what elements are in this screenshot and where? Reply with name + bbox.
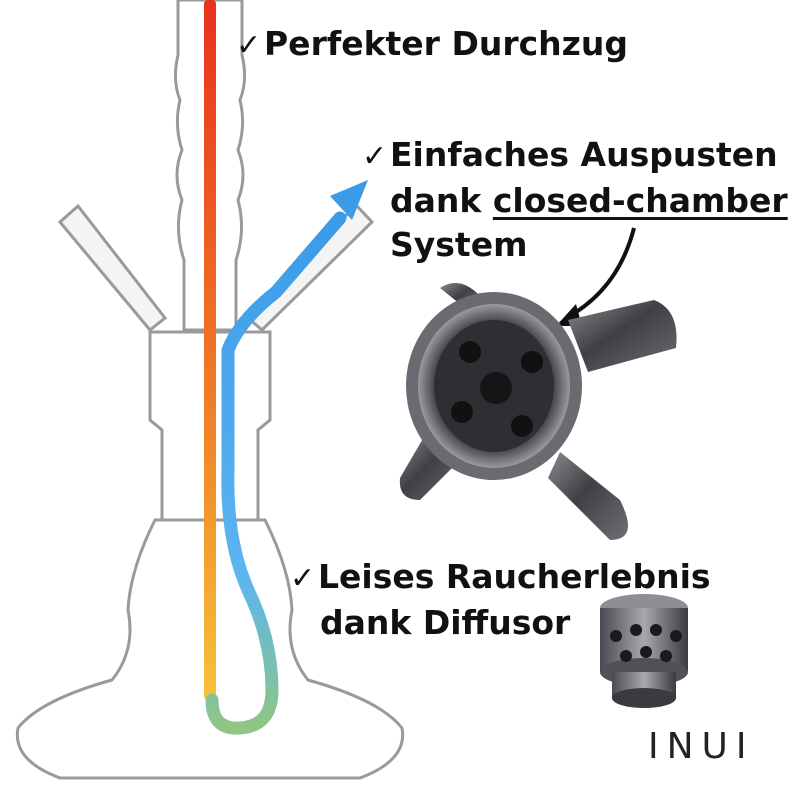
checkmark-icon: ✓ — [290, 561, 316, 596]
feature-text: Leises Raucherlebnis — [318, 557, 711, 596]
feature-text: Einfaches Auspusten — [390, 135, 778, 174]
feature-quiet-smoking: ✓Leises Raucherlebnis dank Diffusor — [290, 555, 711, 645]
smoke-channel — [204, 0, 216, 700]
brand-logo: INUI — [648, 720, 768, 780]
hookah-head-closed-chamber — [399, 283, 677, 540]
air-flow-path — [205, 211, 347, 735]
feature-text-prefix: dank — [390, 181, 493, 220]
feature-perfect-draw: ✓Perfekter Durchzug — [236, 22, 628, 68]
feature-easy-purge: ✓Einfaches Auspusten dank closed-chamber… — [362, 133, 788, 267]
diffusor-part — [600, 594, 688, 708]
hose-port-right — [245, 202, 375, 333]
checkmark-icon: ✓ — [236, 28, 262, 63]
feature-text: Perfekter Durchzug — [264, 24, 628, 63]
hose-port-left — [57, 203, 168, 333]
checkmark-icon: ✓ — [362, 139, 388, 174]
feature-text-continued: System — [390, 225, 528, 264]
feature-text-continued: dank Diffusor — [320, 603, 571, 642]
brand-wordmark: INUI — [648, 726, 755, 767]
feature-emphasis: closed-chamber — [492, 181, 788, 220]
air-flow-arrowhead — [330, 180, 368, 220]
